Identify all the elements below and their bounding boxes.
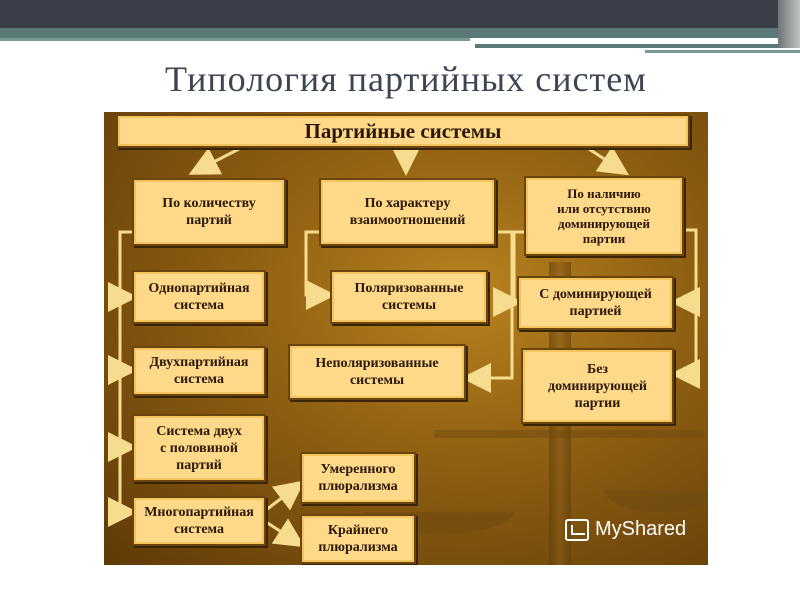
one-party-box: Однопартийная система <box>132 270 266 324</box>
accent-line <box>475 44 800 48</box>
line-character-left <box>304 230 336 310</box>
multi-party-box: Многопартийная система <box>132 496 266 546</box>
extreme-pluralism-box: Крайнего плюрализма <box>300 514 416 564</box>
corner-decoration <box>778 0 800 48</box>
branch-dominant-box: По наличию или отсутствию доминирующей п… <box>524 176 684 256</box>
diagram-panel: Партийные системы По количеству партий П… <box>104 112 708 565</box>
top-bar-stripe <box>0 28 800 38</box>
root-box: Партийные системы <box>116 114 690 148</box>
with-dominant-box: С доминирующей партией <box>517 276 674 330</box>
non-polarized-box: Неполяризованные системы <box>288 344 466 400</box>
arrow-moderate <box>265 480 305 512</box>
arrow-root-dominant <box>588 146 630 176</box>
line-count-spine <box>118 230 132 512</box>
without-dominant-box: Без доминирующей партии <box>521 348 674 424</box>
branch-count-box: По количеству партий <box>132 178 286 246</box>
moderate-pluralism-box: Умеренного плюрализма <box>300 452 416 504</box>
top-bar <box>0 0 800 28</box>
accent-line <box>0 38 470 41</box>
accent-line <box>645 50 800 53</box>
polarized-box: Поляризованные системы <box>330 270 488 324</box>
arrow-root-count <box>188 147 240 175</box>
branch-character-box: По характеру взаимоотношений <box>319 178 496 246</box>
two-and-half-box: Система двух с половиной партий <box>132 414 266 482</box>
scale-background <box>604 490 708 512</box>
arrow-extreme <box>265 518 306 548</box>
scale-background <box>434 430 704 438</box>
connector-lines <box>108 146 700 548</box>
watermark-text: MyShared <box>595 518 687 540</box>
slide-title: Типология партийных систем <box>165 59 647 99</box>
presentation-icon <box>565 518 589 541</box>
watermark: MyShared <box>565 518 686 541</box>
line-dominant-left <box>493 230 524 317</box>
two-party-box: Двухпартийная система <box>132 346 266 396</box>
